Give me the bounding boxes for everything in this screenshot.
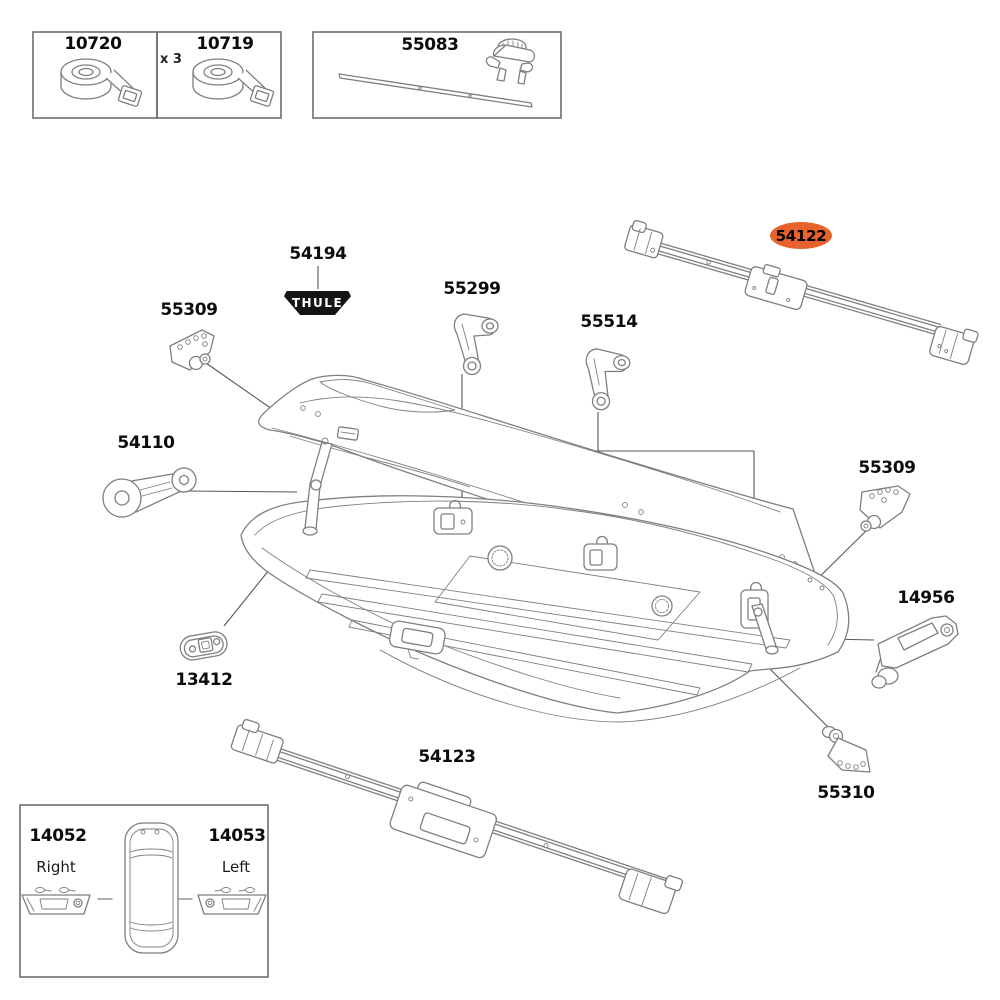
part-art-14956 bbox=[871, 615, 959, 689]
highlighted-part-54122[interactable]: 54122 bbox=[770, 222, 832, 249]
base-plate-art-14053 bbox=[197, 887, 267, 915]
lid-strut-left bbox=[302, 437, 333, 536]
qty-label-x3: x 3 bbox=[160, 52, 182, 67]
panel-strap-10719 bbox=[156, 31, 282, 119]
part-label-54123[interactable]: 54123 bbox=[418, 747, 476, 767]
rod-art-55083 bbox=[338, 38, 536, 108]
part-art-55514 bbox=[585, 348, 631, 411]
strap-art-10720 bbox=[60, 58, 143, 107]
side-label-left: Left bbox=[221, 858, 251, 876]
thule-badge-text: THULE bbox=[291, 296, 344, 310]
clamp-rear-installed bbox=[583, 535, 618, 571]
part-label-13412[interactable]: 13412 bbox=[175, 670, 233, 690]
lid-strut-right bbox=[751, 603, 779, 655]
lift-bar-art-54122 bbox=[624, 219, 979, 365]
part-art-55309-left bbox=[169, 329, 215, 371]
part-art-54110 bbox=[102, 467, 197, 518]
part-label-54194[interactable]: 54194 bbox=[289, 244, 347, 264]
part-label-14052[interactable]: 14052 bbox=[29, 826, 87, 846]
part-label-55514[interactable]: 55514 bbox=[580, 312, 638, 332]
part-art-55299 bbox=[453, 313, 499, 376]
part-label-10719[interactable]: 10719 bbox=[196, 34, 254, 54]
lift-bar-art-54123 bbox=[230, 718, 683, 915]
part-label-14956[interactable]: 14956 bbox=[897, 588, 955, 608]
part-label-55309-right[interactable]: 55309 bbox=[858, 458, 916, 478]
panel-base-plates bbox=[19, 804, 269, 978]
strap-art-10719 bbox=[192, 58, 275, 107]
panel-rod-55083 bbox=[312, 31, 562, 119]
front-lock-installed bbox=[388, 620, 446, 660]
clamp-front-installed bbox=[433, 499, 473, 535]
part-label-54110[interactable]: 54110 bbox=[117, 433, 175, 453]
part-label-10720[interactable]: 10720 bbox=[64, 34, 122, 54]
part-label-14053[interactable]: 14053 bbox=[208, 826, 266, 846]
side-label-right: Right bbox=[36, 858, 76, 876]
part-art-55309-right bbox=[859, 485, 911, 532]
part-label-55083[interactable]: 55083 bbox=[401, 35, 459, 55]
part-label-55309-left[interactable]: 55309 bbox=[160, 300, 218, 320]
part-label-55299[interactable]: 55299 bbox=[443, 279, 501, 299]
base-plate-art-14052 bbox=[21, 887, 91, 915]
box-top-view-art bbox=[124, 822, 179, 954]
part-label-55310[interactable]: 55310 bbox=[817, 783, 875, 803]
part-art-13412 bbox=[179, 631, 228, 661]
part-art-55310 bbox=[821, 725, 871, 773]
